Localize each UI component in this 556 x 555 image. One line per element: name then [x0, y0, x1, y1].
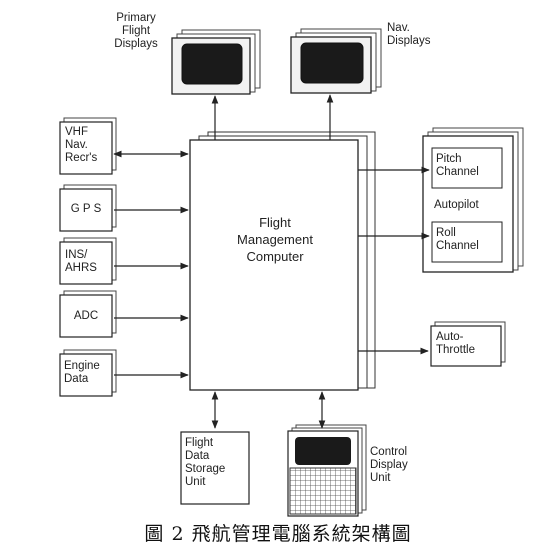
storage-unit-label: Flight Data Storage Unit	[185, 437, 226, 488]
gps-box	[59, 184, 117, 232]
connectors	[113, 94, 430, 429]
autopilot-label: Autopilot	[434, 199, 479, 211]
autopilot-block	[422, 127, 524, 273]
engine-data-label: Engine Data	[64, 360, 100, 385]
engine-box	[59, 349, 117, 397]
adc-box	[59, 290, 117, 338]
primary-flight-displays-monitor	[171, 29, 261, 95]
adc-label: ADC	[73, 310, 99, 322]
nav-displays-monitor	[290, 28, 382, 94]
cdu-device	[287, 424, 367, 517]
storage-box	[180, 431, 250, 505]
fmc-label: Flight Management Computer	[237, 215, 313, 264]
primary-flight-displays-label: Primary Flight Displays	[114, 12, 158, 50]
roll-channel-label: Roll Channel	[436, 227, 479, 252]
figure-caption: 圖 2 飛航管理電腦系統架構圖	[144, 523, 412, 545]
ins-box	[59, 237, 117, 285]
nav-displays-label: Nav. Displays	[387, 22, 431, 47]
cdu-label: Control Display Unit	[370, 446, 408, 484]
ins-label: INS/ AHRS	[65, 249, 97, 274]
gps-label: G P S	[70, 203, 102, 215]
vhf-box	[59, 117, 117, 175]
vhf-label: VHF Nav. Recr's	[65, 126, 98, 164]
autothrottle-box	[430, 321, 506, 367]
fmc-block	[189, 131, 376, 391]
autothrottle-label: Auto- Throttle	[436, 331, 475, 356]
pitch-channel-label: Pitch Channel	[436, 153, 479, 178]
